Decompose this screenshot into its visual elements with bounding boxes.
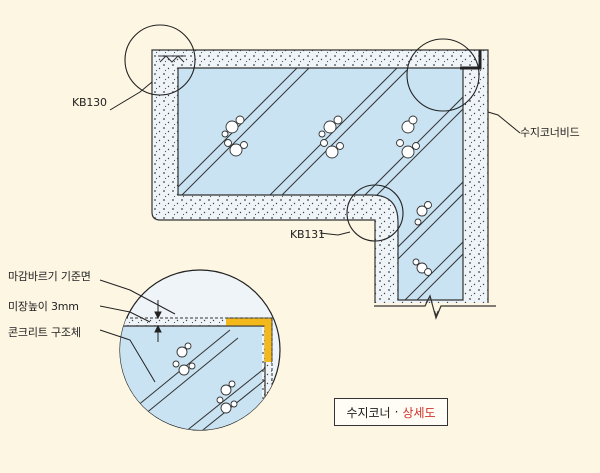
detail-circle-corner-bead bbox=[406, 38, 480, 112]
label-plaster-thickness: 미장높이 3mm bbox=[8, 300, 79, 313]
corner-bead-top bbox=[460, 50, 482, 70]
detail-circle-kb131 bbox=[346, 184, 404, 242]
label-resin-corner-bead: 수지코너비드 bbox=[520, 126, 580, 139]
kb130-symbol bbox=[158, 55, 186, 63]
concrete-core bbox=[177, 67, 464, 301]
legend-box: 수지코너 · 상세도 bbox=[334, 398, 448, 426]
aggregate-bubbles bbox=[221, 115, 432, 276]
legend-text-detail: 상세도 bbox=[402, 405, 436, 420]
leader-lines bbox=[109, 81, 521, 236]
label-kb130: KB130 bbox=[72, 96, 107, 109]
label-concrete-structure: 콘크리트 구조체 bbox=[8, 326, 81, 339]
zoom-detail bbox=[99, 269, 281, 431]
legend-separator: · bbox=[394, 405, 399, 419]
legend-text-main: 수지코너 bbox=[346, 405, 391, 420]
break-gap bbox=[374, 303, 496, 311]
label-finish-reference: 마감바르기 기준면 bbox=[8, 270, 91, 283]
concrete-hatch bbox=[178, 68, 463, 300]
detail-circle-kb130 bbox=[124, 24, 196, 96]
label-kb131: KB131 bbox=[290, 228, 325, 241]
